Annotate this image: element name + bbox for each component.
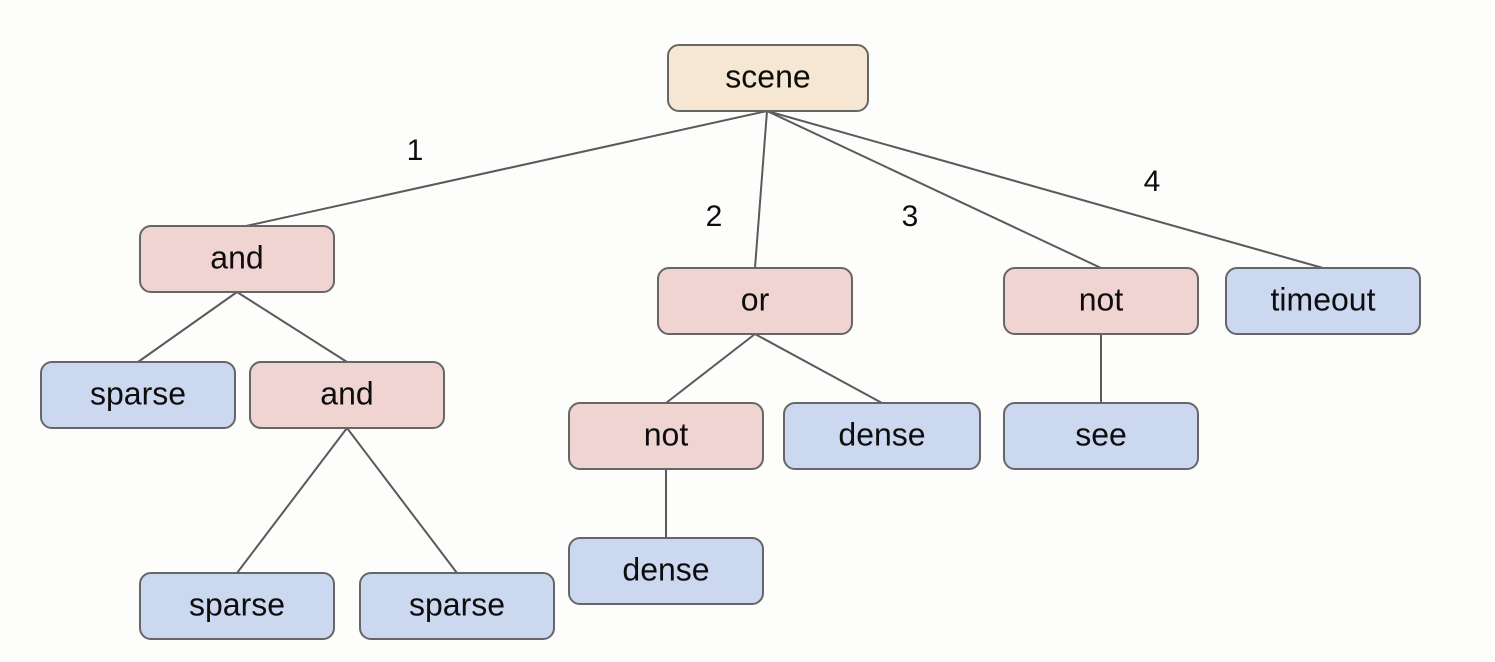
edge-labels-layer: 1 2 3 4 bbox=[407, 134, 1161, 233]
node-label: not bbox=[1079, 281, 1124, 317]
tree-edge bbox=[137, 291, 238, 363]
tree-node-sparse1[interactable]: sparse bbox=[40, 361, 236, 429]
tree-node-and1[interactable]: and bbox=[139, 225, 335, 293]
node-box[interactable] bbox=[139, 572, 335, 640]
edges-layer bbox=[137, 110, 1324, 574]
node-label: and bbox=[210, 239, 263, 275]
node-box[interactable] bbox=[568, 537, 764, 605]
node-label: and bbox=[320, 375, 373, 411]
tree-node-dense2[interactable]: dense bbox=[568, 537, 764, 605]
node-label: scene bbox=[725, 58, 810, 94]
tree-node-dense1[interactable]: dense bbox=[783, 402, 981, 470]
tree-node-and2[interactable]: and bbox=[249, 361, 445, 429]
node-label: sparse bbox=[90, 375, 186, 411]
node-label: see bbox=[1075, 416, 1127, 452]
tree-node-see1[interactable]: see bbox=[1003, 402, 1199, 470]
tree-edge bbox=[665, 333, 756, 404]
node-box[interactable] bbox=[1225, 267, 1421, 335]
tree-edge bbox=[754, 333, 883, 404]
node-label: timeout bbox=[1271, 281, 1376, 317]
tree-edge bbox=[766, 110, 1324, 269]
edge-label: 3 bbox=[902, 200, 919, 233]
tree-edge bbox=[245, 110, 768, 227]
nodes-layer: scene and sparse and sparse sparse or not dense d… bbox=[40, 44, 1421, 640]
tree-edge bbox=[236, 427, 348, 574]
node-box[interactable] bbox=[139, 225, 335, 293]
node-label: dense bbox=[622, 551, 709, 587]
node-box[interactable] bbox=[249, 361, 445, 429]
node-box[interactable] bbox=[667, 44, 869, 112]
tree-edge bbox=[236, 291, 348, 363]
node-label: sparse bbox=[409, 586, 505, 622]
node-box[interactable] bbox=[359, 572, 555, 640]
node-box[interactable] bbox=[657, 267, 853, 335]
node-box[interactable] bbox=[1003, 267, 1199, 335]
tree-node-scene[interactable]: scene bbox=[667, 44, 869, 112]
node-label: dense bbox=[838, 416, 925, 452]
tree-node-sparse2[interactable]: sparse bbox=[139, 572, 335, 640]
node-box[interactable] bbox=[1003, 402, 1199, 470]
tree-node-not2[interactable]: not bbox=[1003, 267, 1199, 335]
tree-edge bbox=[754, 110, 768, 269]
tree-node-or1[interactable]: or bbox=[657, 267, 853, 335]
node-label: sparse bbox=[189, 586, 285, 622]
node-label: or bbox=[741, 281, 770, 317]
edge-label: 4 bbox=[1144, 165, 1161, 198]
edge-label: 2 bbox=[706, 200, 723, 233]
tree-node-not1[interactable]: not bbox=[568, 402, 764, 470]
node-box[interactable] bbox=[40, 361, 236, 429]
tree-edge bbox=[346, 427, 458, 574]
tree-node-timeout1[interactable]: timeout bbox=[1225, 267, 1421, 335]
node-box[interactable] bbox=[783, 402, 981, 470]
tree-edge bbox=[766, 110, 1102, 269]
tree-node-sparse3[interactable]: sparse bbox=[359, 572, 555, 640]
node-label: not bbox=[644, 416, 689, 452]
node-box[interactable] bbox=[568, 402, 764, 470]
edge-label: 1 bbox=[407, 134, 424, 167]
